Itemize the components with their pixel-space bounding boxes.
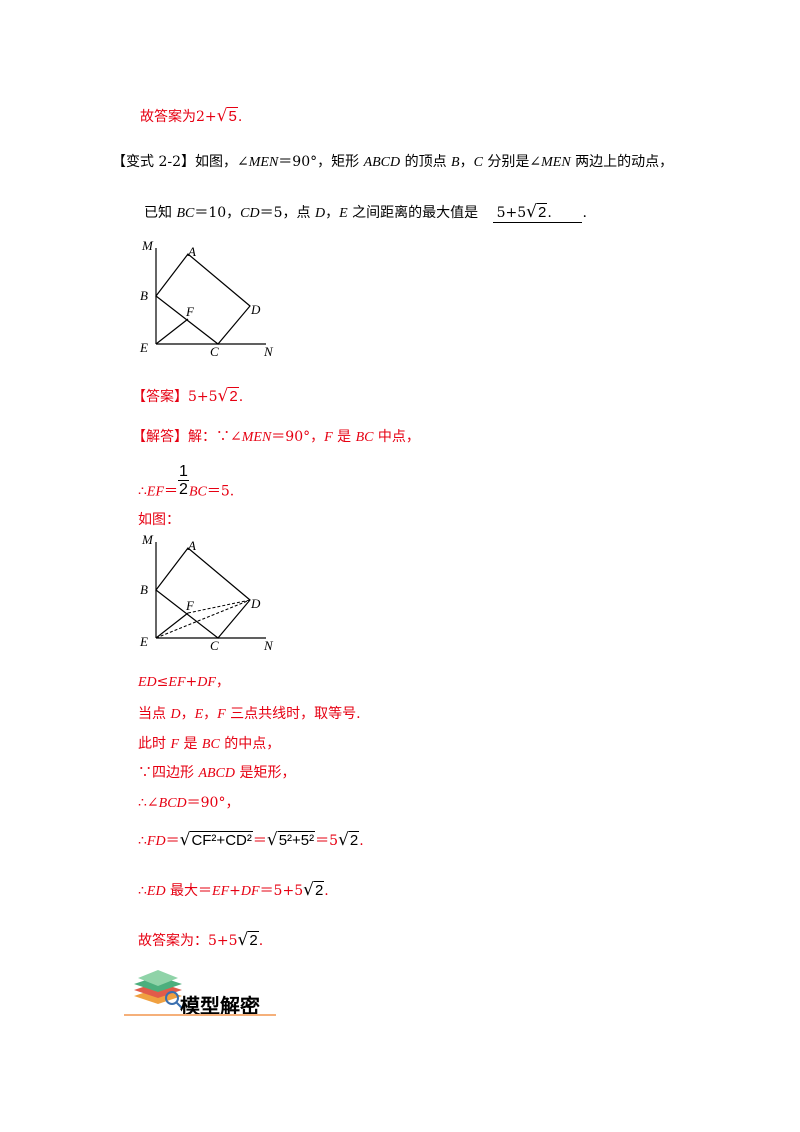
label-N: N	[263, 638, 274, 653]
solution-line-4: ED≤EF+DF，	[138, 674, 230, 690]
solution-line-6: 此时 F 是 BC 的中点，	[138, 736, 281, 752]
label-B: B	[140, 582, 148, 597]
books-stack-icon	[134, 970, 183, 1009]
label-E: E	[139, 634, 148, 649]
label-D: D	[250, 596, 261, 611]
answer-tag: 【答案】	[132, 389, 188, 405]
figure-1: M A B F D E C N	[139, 238, 274, 359]
answer-line: 【答案】5+5√2.	[132, 386, 244, 406]
label-M: M	[141, 238, 154, 253]
answer-intro: 故答案为2+√5.	[140, 106, 243, 126]
solution-line-5: 当点 D，E，F 三点共线时，取等号.	[138, 706, 361, 722]
solution-line-8: ∴∠BCD＝90°，	[138, 795, 240, 811]
label-F: F	[185, 304, 195, 319]
sqrt-5: √5	[216, 106, 238, 126]
label-C: C	[210, 344, 219, 359]
solution-line-3: 如图：	[138, 512, 180, 528]
variant-tag: 【变式 2-2】	[112, 154, 195, 170]
answer-blank: 5+5√2.	[492, 202, 583, 223]
solution-line-11: 故答案为：5+5√2.	[138, 930, 264, 950]
solution-line-9: ∴FD＝√CF²+CD²＝√5²+5²＝5√2.	[138, 830, 364, 850]
label-D: D	[250, 302, 261, 317]
label-A: A	[187, 538, 196, 553]
label-A: A	[187, 244, 196, 259]
label-M: M	[141, 532, 154, 547]
solution-line-7: ∵四边形 ABCD 是矩形，	[138, 765, 296, 781]
label-F: F	[185, 598, 195, 613]
label-E: E	[139, 340, 148, 355]
solution-line-1: 【解答】解：∵∠MEN＝90°，F 是 BC 中点，	[132, 429, 420, 445]
figure-2: M A B F D E C N	[139, 532, 274, 653]
problem-line-1: 【变式 2-2】如图，∠MEN＝90°，矩形 ABCD 的顶点 B，C 分别是∠…	[112, 154, 674, 170]
banner-underline	[124, 1014, 276, 1016]
solution-tag: 【解答】	[132, 429, 188, 445]
label-N: N	[263, 344, 274, 359]
problem-line-2: 已知 BC＝10，CD＝5，点 D，E 之间距离的最大值是 5+5√2. .	[144, 202, 587, 223]
label-C: C	[210, 638, 219, 653]
label-B: B	[140, 288, 148, 303]
section-banner: 模型解密	[124, 966, 276, 1018]
solution-line-10: ∴ED 最大＝EF+DF＝5+5√2.	[138, 880, 329, 900]
